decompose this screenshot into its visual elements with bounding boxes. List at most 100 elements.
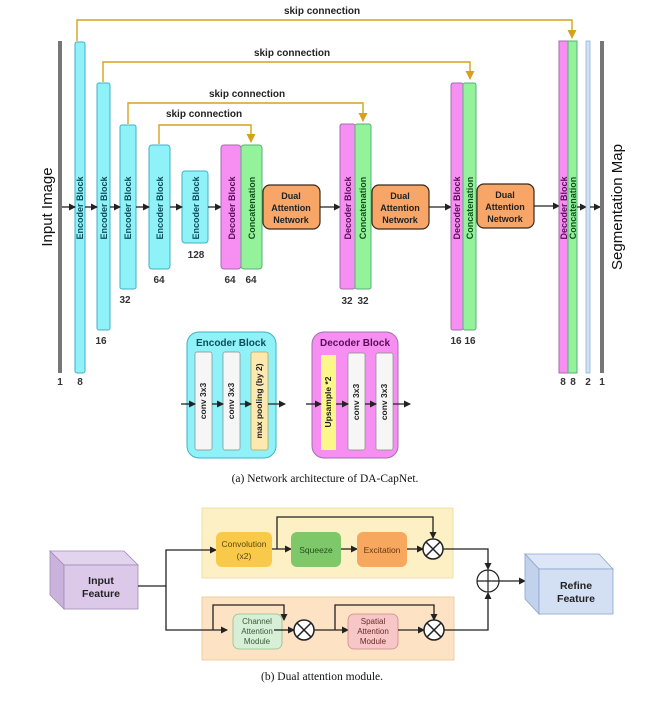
svg-text:Decoder Block: Decoder Block	[559, 175, 569, 239]
multiply-icon	[422, 538, 444, 560]
svg-text:Channel: Channel	[242, 617, 272, 626]
decoder-stage-2: Decoder Block Concatenation 32 32	[339, 123, 372, 307]
channel-count: 64	[245, 275, 257, 286]
svg-text:Decoder Block: Decoder Block	[452, 175, 462, 239]
svg-text:Encoder Block: Encoder Block	[155, 176, 165, 240]
channel-count: 128	[188, 250, 205, 261]
svg-text:Concatenation: Concatenation	[247, 177, 257, 240]
decoder-stage-4: Decoder Block Concatenation 8 8	[558, 40, 578, 388]
svg-text:Upsample *2: Upsample *2	[323, 376, 333, 427]
svg-text:Concatenation: Concatenation	[465, 177, 475, 240]
architecture-diagram: skip connection skip connection skip con…	[39, 6, 626, 485]
svg-text:(x2): (x2)	[237, 551, 252, 561]
channel-count: 16	[450, 336, 462, 347]
svg-text:Refine: Refine	[560, 580, 592, 592]
svg-text:Attention: Attention	[485, 202, 525, 212]
svg-text:conv 3x3: conv 3x3	[351, 384, 361, 421]
skip-connection-4: skip connection	[158, 109, 256, 144]
channel-count: 1	[57, 377, 63, 388]
dual-attention-network-3: Dual Attention Network	[476, 183, 535, 229]
encoder-detail-title: Encoder Block	[196, 338, 266, 349]
decoder-detail-title: Decoder Block	[320, 338, 390, 349]
channel-count: 8	[560, 377, 566, 388]
concatenation-block	[354, 123, 372, 290]
svg-text:conv 3x3: conv 3x3	[379, 384, 389, 421]
svg-text:Decoder Block: Decoder Block	[343, 175, 353, 239]
excitation-box: Excitation	[357, 532, 407, 567]
skip-connection-label: skip connection	[254, 48, 330, 59]
encoder-block-2: Encoder Block 16	[95, 82, 111, 347]
svg-text:Input: Input	[88, 575, 114, 587]
channel-count: 1	[599, 377, 605, 388]
flow-arrow	[165, 546, 217, 586]
channel-count: 32	[357, 296, 369, 307]
svg-text:Concatenation: Concatenation	[358, 177, 368, 240]
add-icon	[476, 569, 500, 593]
channel-count: 8	[570, 377, 576, 388]
svg-text:Network: Network	[487, 214, 524, 224]
svg-text:Squeeze: Squeeze	[299, 545, 333, 555]
svg-text:Network: Network	[382, 215, 419, 225]
segmentation-map-bar	[600, 41, 604, 373]
convolution-x2-box: Convolution (x2)	[216, 532, 272, 567]
encoder-block-5: Encoder Block 128	[181, 170, 209, 261]
skip-connection-3: skip connection	[127, 89, 368, 124]
input-image-bar	[58, 41, 62, 373]
svg-text:Dual: Dual	[495, 190, 515, 200]
svg-text:Dual: Dual	[281, 191, 301, 201]
channel-count: 32	[341, 296, 353, 307]
channel-attention-module-box: Channel Attention Module	[232, 613, 283, 650]
input-image-label: Input Image	[39, 167, 56, 246]
svg-text:Module: Module	[244, 637, 271, 646]
channel-count: 16	[95, 336, 107, 347]
svg-text:Feature: Feature	[557, 593, 595, 605]
svg-text:Attention: Attention	[271, 203, 311, 213]
multiply-icon	[293, 619, 315, 641]
channel-count: 16	[464, 336, 476, 347]
svg-text:Attention: Attention	[241, 627, 273, 636]
refine-feature-cube: Refine Feature	[524, 552, 614, 616]
decoder-block-detail: Decoder Block Upsample *2 conv 3x3 conv …	[306, 331, 411, 459]
svg-text:Excitation: Excitation	[364, 545, 401, 555]
svg-text:Network: Network	[273, 215, 310, 225]
skip-connection-label: skip connection	[284, 6, 360, 17]
decoder-stage-3: Decoder Block Concatenation 16 16	[450, 82, 477, 347]
dual-attention-network-2: Dual Attention Network	[371, 184, 430, 230]
flow-arrow	[165, 586, 228, 634]
skip-connection-2: skip connection	[102, 48, 475, 82]
svg-text:conv 3x3: conv 3x3	[198, 383, 208, 420]
concatenation-block	[462, 82, 477, 331]
input-feature-cube: Input Feature	[49, 550, 139, 610]
svg-text:Attention: Attention	[380, 203, 420, 213]
segmentation-map-label: Segmentation Map	[609, 144, 626, 270]
final-conv-bar	[585, 40, 591, 374]
svg-text:Convolution: Convolution	[222, 539, 267, 549]
svg-text:Module: Module	[360, 637, 387, 646]
svg-text:Decoder Block: Decoder Block	[227, 175, 237, 239]
svg-text:Encoder Block: Encoder Block	[191, 176, 201, 240]
svg-text:Dual: Dual	[390, 191, 410, 201]
svg-text:Attention: Attention	[357, 627, 389, 636]
spatial-attention-module-box: Spatial Attention Module	[347, 613, 399, 650]
skip-connection-1: skip connection	[76, 6, 577, 41]
encoder-block-4: Encoder Block 64	[148, 144, 171, 286]
encoder-block-1: Encoder Block 8	[74, 41, 86, 388]
decoder-stage-1: Decoder Block Concatenation 64 64	[220, 144, 263, 286]
svg-text:Feature: Feature	[82, 588, 120, 600]
multiply-icon	[423, 619, 445, 641]
squeeze-box: Squeeze	[291, 532, 341, 567]
channel-count: 64	[153, 275, 165, 286]
channel-count: 2	[585, 377, 591, 388]
encoder-block-detail: Encoder Block conv 3x3 conv 3x3 max pool…	[181, 331, 286, 459]
skip-connection-label: skip connection	[209, 89, 285, 100]
channel-count: 32	[119, 295, 131, 306]
svg-text:max pooling (by 2): max pooling (by 2)	[254, 363, 264, 438]
encoder-block-3: Encoder Block 32	[119, 124, 137, 306]
dual-attention-network-1: Dual Attention Network	[262, 184, 321, 230]
svg-text:Concatenation: Concatenation	[568, 177, 578, 240]
skip-connection-label: skip connection	[166, 109, 242, 120]
channel-count: 64	[224, 275, 236, 286]
svg-text:Spatial: Spatial	[361, 617, 386, 626]
svg-text:Encoder Block: Encoder Block	[99, 176, 109, 240]
